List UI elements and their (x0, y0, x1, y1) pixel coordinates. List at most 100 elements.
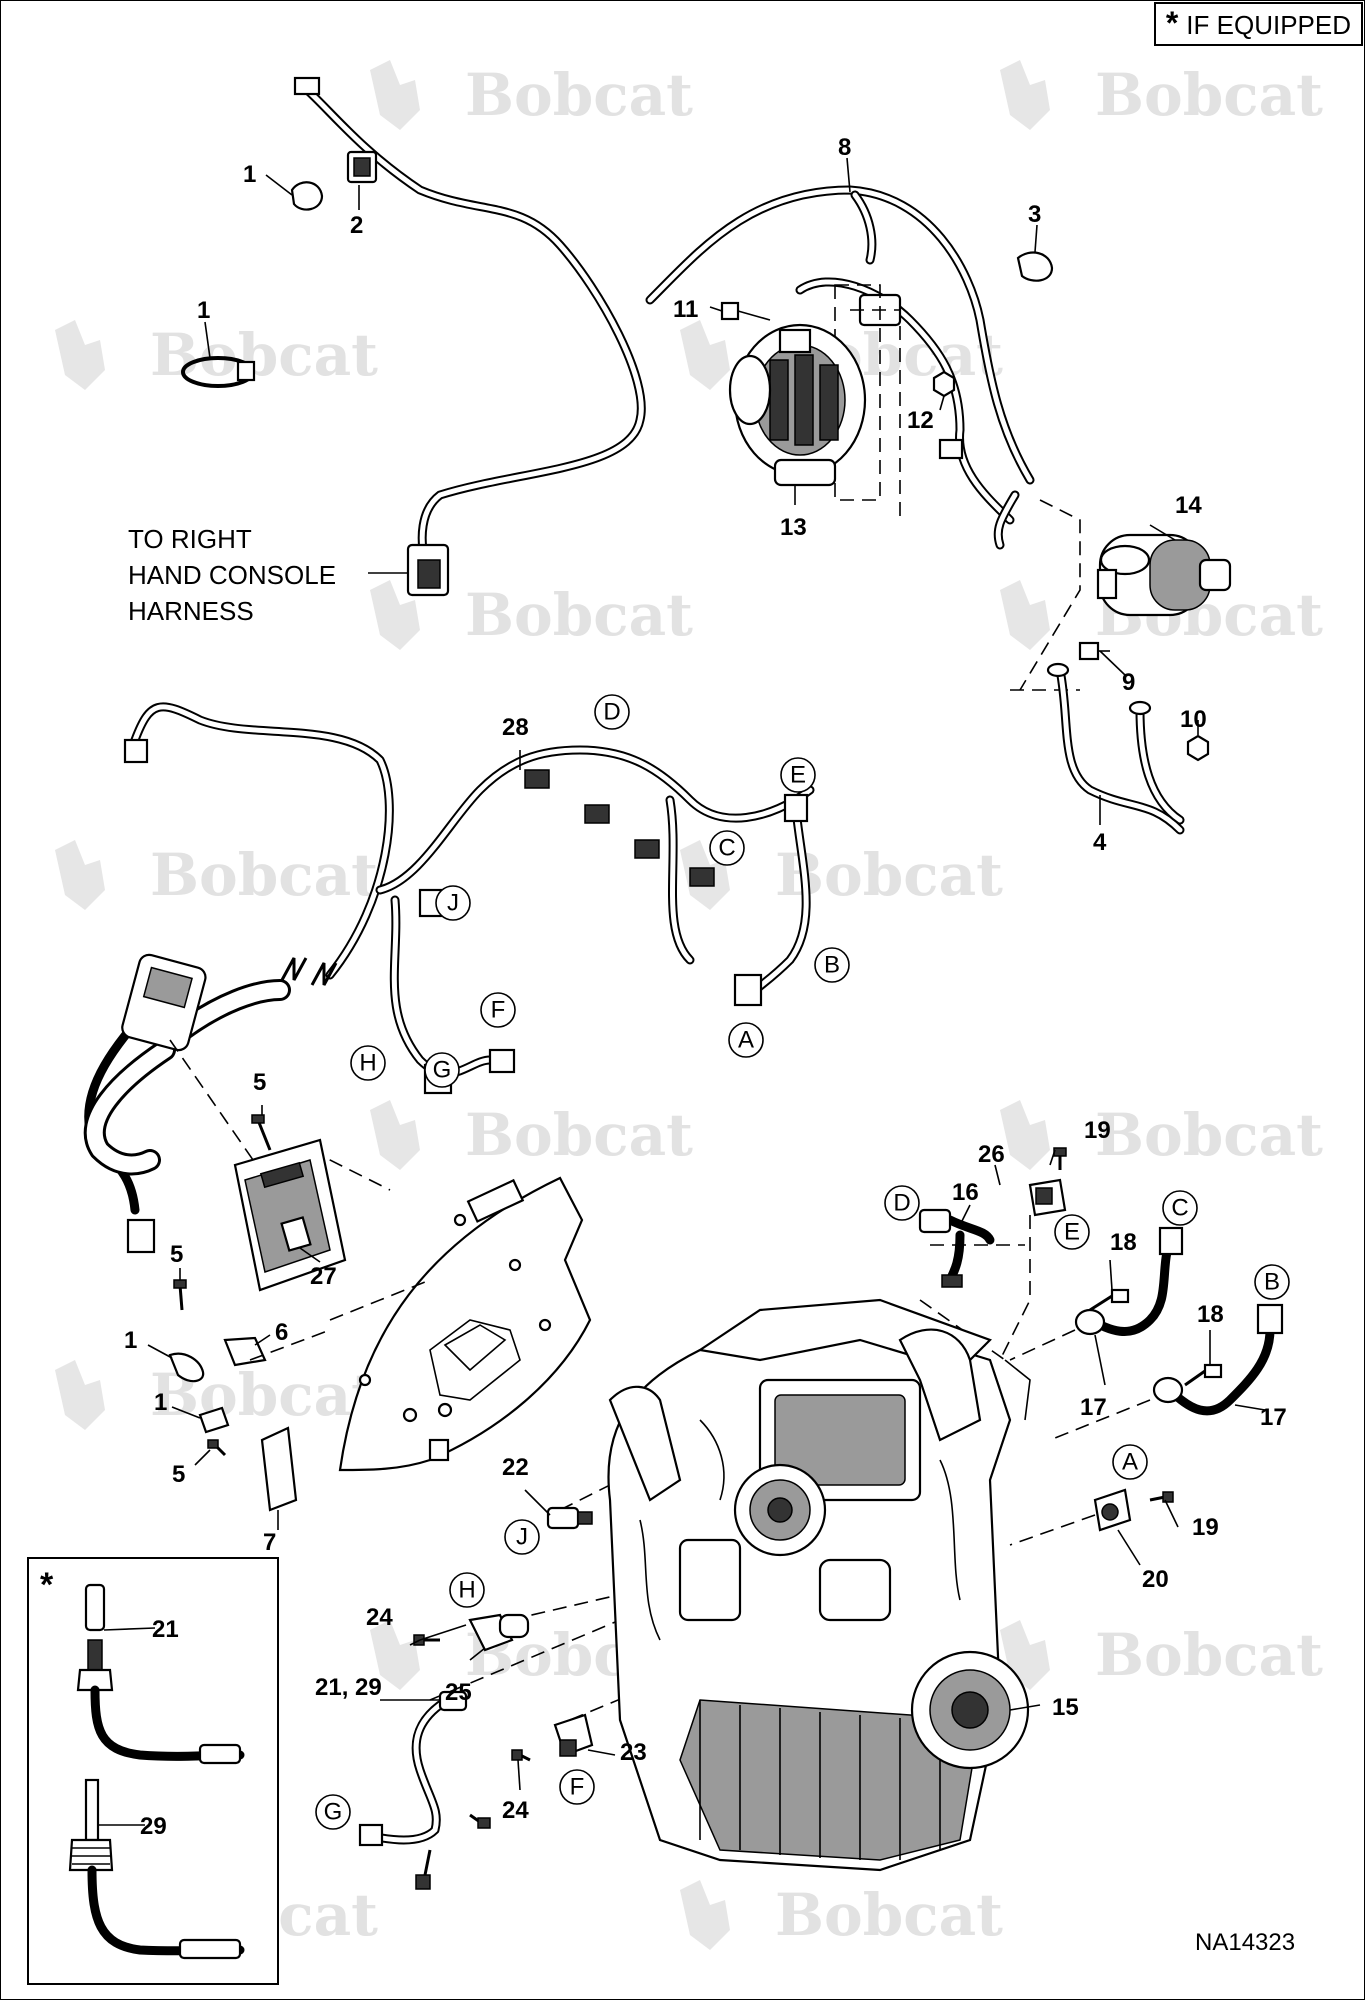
if-equipped-legend: *IF EQUIPPED (1153, 2, 1363, 46)
watermark-text: Bobcat (775, 841, 1003, 909)
ecu-harness (83, 953, 291, 1254)
connector-letter: G (433, 1057, 452, 1084)
label-part-1: 1 (243, 161, 256, 188)
watermark-text: Bobcat (775, 1881, 1003, 1949)
label-part-20: 20 (1142, 1566, 1169, 1593)
watermark-logo: Bobcat (55, 320, 378, 390)
engine-part-15 (607, 1298, 1031, 1872)
connector-letter: J (516, 1524, 528, 1551)
label-part-16: 16 (952, 1179, 979, 1206)
inset-sensor-part-29 (68, 1778, 245, 1960)
sensor-part-22 (546, 1506, 593, 1530)
label-part-21-29: 21, 29 (315, 1674, 382, 1701)
label-part-26: 26 (978, 1141, 1005, 1168)
clip-part-1-top (290, 150, 378, 211)
watermark-logo: Bobcat (680, 1880, 1003, 1950)
cable-tie-part-1 (181, 356, 256, 388)
inset-equipped-marker: * (40, 1566, 54, 1604)
label-part-6: 6 (275, 1319, 288, 1346)
watermark-logo: Bobcat (1000, 60, 1323, 130)
connector-callout-D-upper: D (594, 694, 630, 730)
connector-letter: C (1171, 1195, 1188, 1222)
connector-callout-J-upper: J (435, 885, 471, 921)
label-part-24: 24 (502, 1797, 529, 1824)
connector-letter: E (1064, 1219, 1080, 1246)
label-part-25: 25 (445, 1679, 472, 1706)
label-part-27: 27 (310, 1263, 337, 1290)
connector-to-F (488, 1048, 516, 1074)
connector-letter: F (570, 1774, 585, 1801)
sensor-part-23 (553, 1713, 594, 1757)
ecu-mounting-plate (329, 1176, 592, 1472)
label-part-12: 12 (907, 407, 934, 434)
callout-line-1: TO RIGHT (128, 524, 252, 554)
engine-harness-part-28 (123, 702, 815, 1095)
watermark-logo: Bobcat (55, 840, 378, 910)
connector-callout-C-lower: C (1162, 1190, 1198, 1226)
connector-callout-G-upper: G (424, 1052, 460, 1088)
console-harness-connector-pins (417, 559, 441, 589)
watermark-logo: Bobcat (1000, 1100, 1323, 1170)
connector-letter: D (893, 1190, 910, 1217)
sensor-part-26 (1028, 1178, 1067, 1217)
label-part-8: 8 (838, 134, 851, 161)
screw-part-19-top (1053, 1147, 1067, 1170)
label-part-1: 1 (124, 1327, 137, 1354)
label-part-29: 29 (140, 1813, 167, 1840)
inset-sensor-part-21 (76, 1583, 245, 1765)
label-part-5: 5 (172, 1461, 185, 1488)
label-part-5: 5 (170, 1241, 183, 1268)
sensor-part-17-upper (1009, 1226, 1184, 1361)
ecu-module-part-27 (169, 1039, 391, 1292)
clip-part-1-mid (168, 1352, 205, 1383)
watermark-text: Bobcat (465, 1101, 693, 1169)
connector-callout-E-lower: E (1054, 1214, 1090, 1250)
connector-callout-D-lower: D (884, 1185, 920, 1221)
part-number-labels: 1 2 1 8 3 11 12 13 14 9 10 4 28 5 27 5 1… (124, 134, 1287, 1840)
label-part-4: 4 (1093, 829, 1107, 856)
connector-callout-B-lower: B (1254, 1264, 1290, 1300)
label-part-19: 19 (1084, 1117, 1111, 1144)
screw-part-5-mid (173, 1279, 187, 1311)
screw-part-5-low (207, 1439, 227, 1457)
label-part-18: 18 (1110, 1229, 1137, 1256)
connector-callout-H-lower: H (449, 1572, 485, 1608)
label-part-9: 9 (1122, 669, 1135, 696)
bolt-part-18-lower (1184, 1363, 1223, 1387)
watermark-logo: Bobcat (1000, 1620, 1323, 1690)
label-part-19: 19 (1192, 1514, 1219, 1541)
label-part-11: 11 (673, 296, 698, 323)
connector-callout-B-upper: B (814, 947, 850, 983)
alternator-part-13 (728, 284, 901, 520)
connector-letter-callouts: D E C J B H G (315, 694, 1290, 1830)
callout-line-3: HARNESS (128, 596, 254, 626)
plate-part-7 (260, 1426, 298, 1512)
watermark-logo: Bobcat (370, 60, 693, 130)
connector-callout-C-upper: C (709, 830, 745, 866)
sensor-part-20 (1009, 1488, 1132, 1546)
connector-letter: J (447, 890, 459, 917)
label-part-23: 23 (620, 1739, 647, 1766)
connector-callout-G-lower: G (315, 1794, 351, 1830)
label-part-3: 3 (1028, 201, 1041, 228)
watermark-text: Bobcat (1095, 61, 1323, 129)
main-harness-upper (293, 76, 1035, 597)
sensor-part-17-lower (1049, 1303, 1284, 1441)
label-part-5: 5 (253, 1069, 266, 1096)
screw-part-24-upper (413, 1634, 440, 1646)
connector-callout-F-lower: F (559, 1769, 595, 1805)
to-right-hand-console-harness-callout: TO RIGHT HAND CONSOLE HARNESS (128, 524, 336, 626)
watermark-text: Bobcat (465, 61, 693, 129)
watermark-logo: Bobcat (370, 1100, 693, 1170)
connector-callout-A-upper: A (728, 1022, 764, 1058)
screw-part-24-low (511, 1749, 531, 1762)
label-part-1: 1 (197, 297, 210, 324)
watermark-text: Bobcat (465, 581, 693, 649)
label-part-17: 17 (1260, 1404, 1287, 1431)
connector-letter: B (1264, 1269, 1280, 1296)
ecu-harness-small-plug (126, 1218, 156, 1254)
connector-letter: A (738, 1027, 754, 1054)
clip-part-3 (1016, 251, 1054, 282)
watermark-text: Bobcat (1095, 1621, 1323, 1689)
